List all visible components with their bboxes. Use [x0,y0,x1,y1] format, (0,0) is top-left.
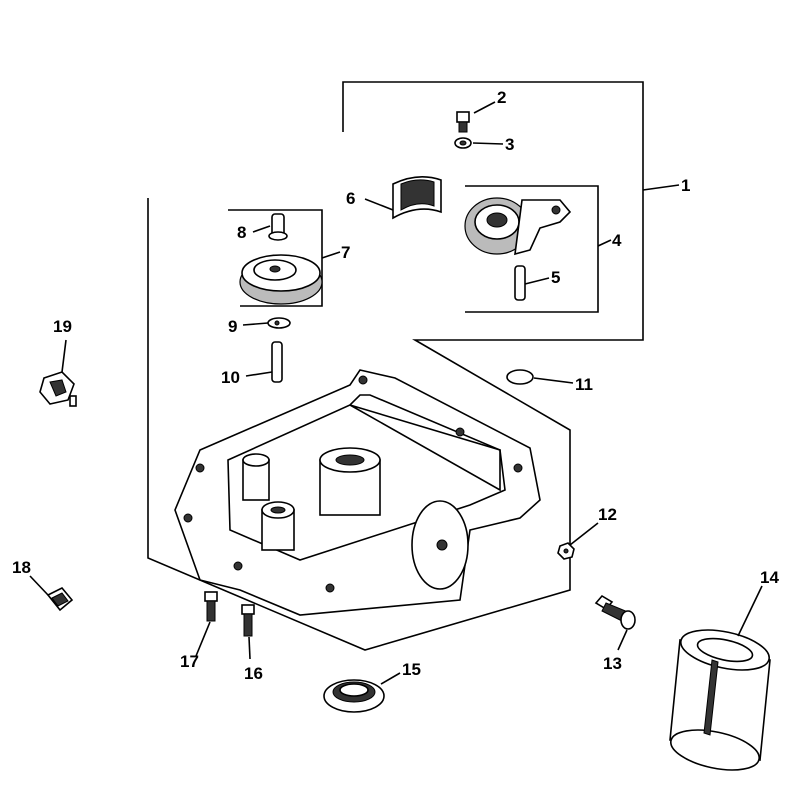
part-5-pin[interactable] [514,265,526,301]
callout-3: 3 [505,135,514,154]
callout-9: 9 [228,317,237,336]
callout-12: 12 [598,505,617,524]
part-7-governor-gear[interactable] [239,254,323,305]
callout-8: 8 [237,223,246,242]
part-16-bolt[interactable] [241,604,255,637]
part-4-oil-pump-gear-assembly[interactable] [464,197,572,256]
callout-14: 14 [760,568,779,587]
callout-7: 7 [341,243,350,262]
part-2-bolt[interactable] [456,111,470,133]
part-9-clip[interactable] [267,317,291,329]
part-17-bolt[interactable] [204,591,218,622]
callout-labels: 1 2 3 4 5 6 7 8 9 10 11 12 13 14 15 16 1… [12,88,779,683]
part-6-oil-pickup-screen[interactable] [392,176,442,220]
callout-13: 13 [603,654,622,673]
callout-17: 17 [180,652,199,671]
callout-4: 4 [612,231,622,250]
callout-6: 6 [346,189,355,208]
callout-15: 15 [402,660,421,679]
leader-lines [29,101,763,685]
part-8-governor-gear-pin[interactable] [268,213,288,241]
part-11-o-ring[interactable] [506,369,534,385]
part-12-nut[interactable] [557,542,575,560]
callout-10: 10 [221,368,240,387]
callout-11: 11 [575,375,593,394]
group-outline-pump-gear [465,185,599,313]
part-crankcase-base [174,369,541,616]
callout-16: 16 [244,664,263,683]
callout-5: 5 [551,268,560,287]
part-15-oil-seal[interactable] [323,679,385,713]
part-13-oil-filter-adapter-nipple[interactable] [594,594,636,630]
callout-2: 2 [497,88,506,107]
part-14-oil-filter[interactable] [667,623,773,777]
part-3-washer[interactable] [454,137,472,149]
group-outline-oil-pump [147,81,644,651]
part-19-oil-pressure-switch[interactable] [39,371,77,407]
callout-18: 18 [12,558,31,577]
part-10-governor-shaft[interactable] [271,341,283,383]
part-18-drain-plug[interactable] [46,587,74,612]
callout-1: 1 [681,176,690,195]
callout-19: 19 [53,317,72,336]
